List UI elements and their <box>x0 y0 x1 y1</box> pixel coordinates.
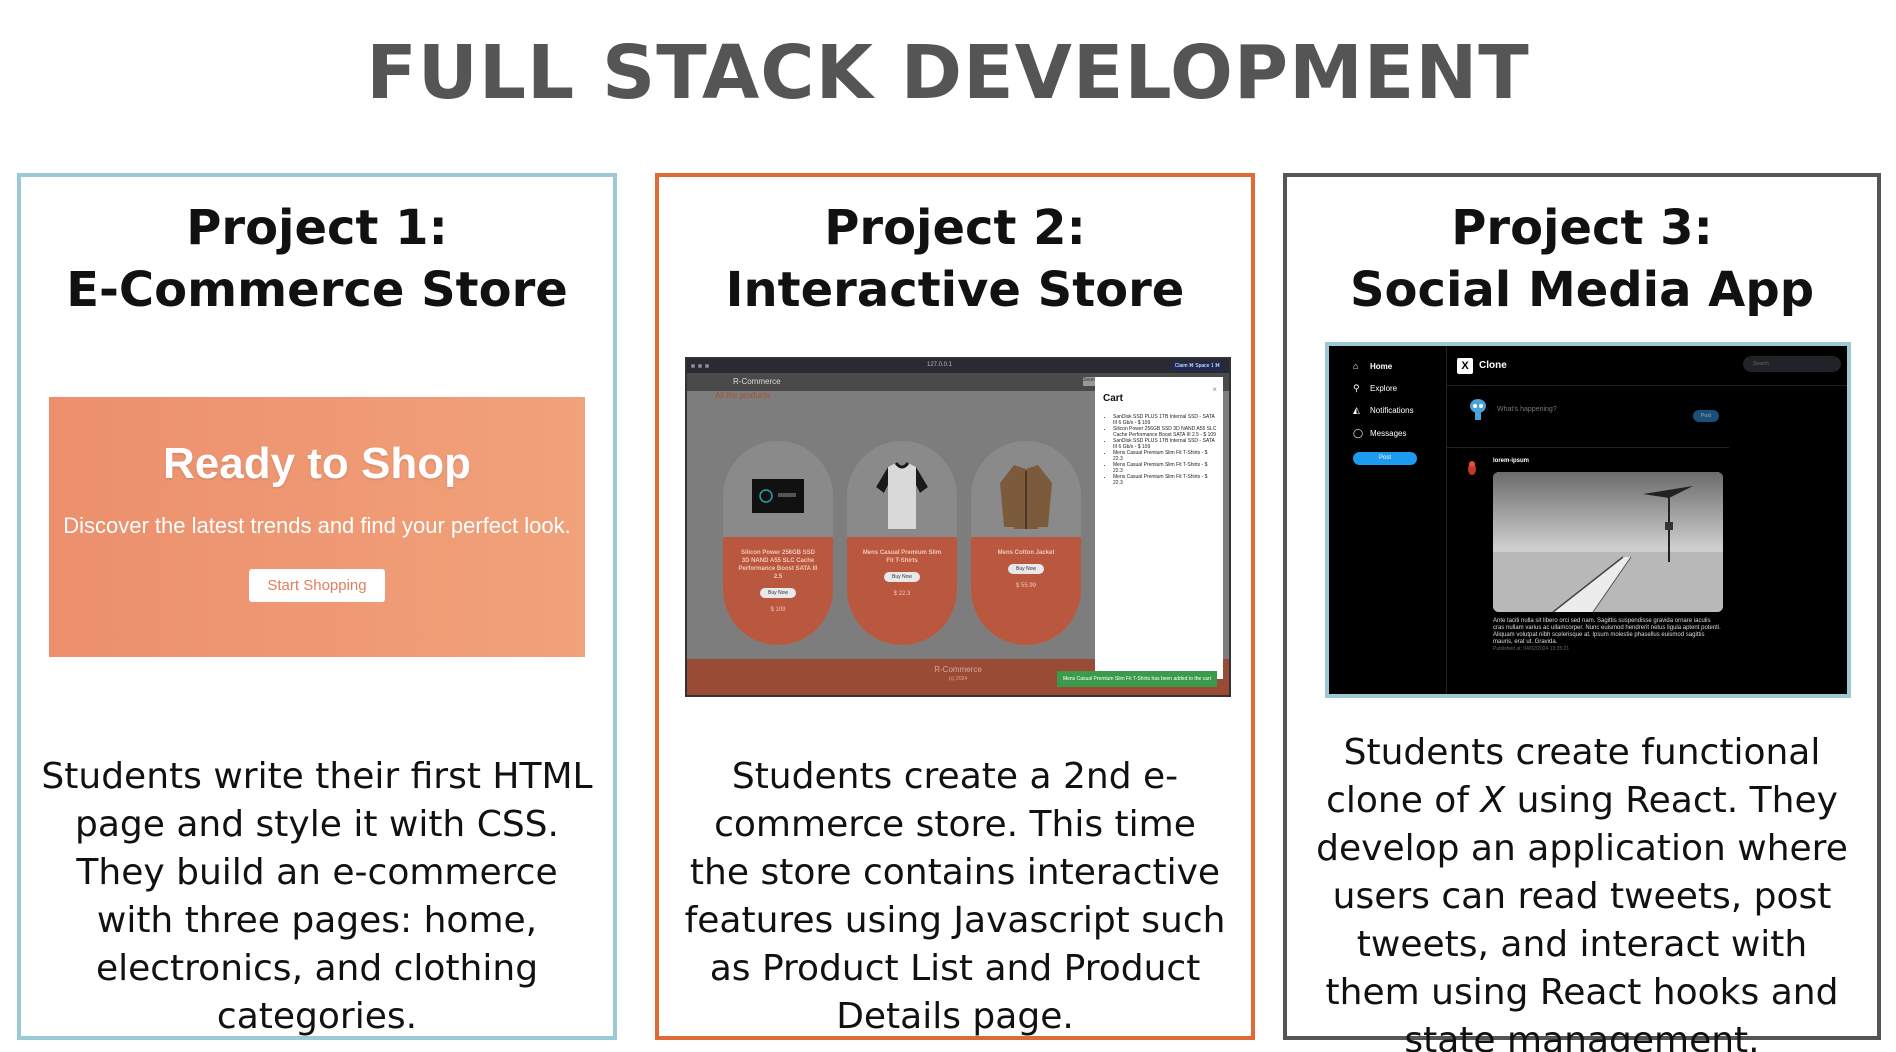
cart-item: SanDisk SSD PLUS 1TB Internal SSD - SATA… <box>1113 414 1217 426</box>
social-header: X Clone Search <box>1447 346 1847 386</box>
tweet-date: Published at: 04/02/2024 13:35:21 <box>1493 646 1570 652</box>
close-icon[interactable]: × <box>1212 385 1217 394</box>
search-input[interactable]: Search <box>1743 356 1841 372</box>
project-1-number: Project 1: <box>186 200 448 256</box>
home-icon: ⌂ <box>1353 361 1359 371</box>
avatar-icon <box>1468 461 1476 475</box>
buy-now-button[interactable]: Buy Now <box>883 572 920 582</box>
tweet-image <box>1493 472 1723 612</box>
window-dot-icon <box>691 364 695 368</box>
social-app-screenshot: ⌂Home ⚲Explore ◭Notifications ◯Messages … <box>1325 342 1851 698</box>
bell-icon: ◭ <box>1353 405 1360 415</box>
nav-label: Explore <box>1370 384 1398 393</box>
product-name: Mens Casual Premium Slim Fit T-Shirts <box>862 550 942 564</box>
cart-items: SanDisk SSD PLUS 1TB Internal SSD - SATA… <box>1113 414 1217 486</box>
nav-label: Messages <box>1370 429 1407 438</box>
product-price: $ 55.99 <box>1015 583 1037 589</box>
sidebar-post-button[interactable]: Post <box>1353 452 1417 465</box>
cart-item: Silicon Power 256GB SSD 3D NAND A55 SLC … <box>1113 426 1217 438</box>
description-part: Students create functional clone of <box>1326 732 1821 821</box>
cart-item: Mens Casual Premium Slim Fit T-Shirts - … <box>1113 462 1217 474</box>
buy-now-button[interactable]: Buy Now <box>759 588 796 598</box>
start-shopping-button[interactable]: Start Shopping <box>249 569 385 602</box>
project-2-title: Project 2: Interactive Store <box>659 197 1251 321</box>
product-name: Mens Cotton Jacket <box>997 550 1055 556</box>
jacket-image <box>971 441 1081 551</box>
cart-item: Mens Casual Premium Slim Fit T-Shirts - … <box>1113 450 1217 462</box>
project-1-title: Project 1: E-Commerce Store <box>21 197 613 321</box>
compose-post-button[interactable]: Post <box>1693 410 1719 422</box>
window-dot-icon <box>698 364 702 368</box>
browser-url: 127.0.0.1 <box>927 362 953 368</box>
nav-notifications[interactable]: ◭ Notifications <box>1353 405 1414 416</box>
store-search[interactable]: Search <box>1083 377 1101 386</box>
product-card[interactable]: Mens Cotton Jacket Buy Now $ 55.99 <box>971 441 1081 645</box>
compose-box: What's happening? Post <box>1447 386 1729 448</box>
project-card-1: Project 1: E-Commerce Store Ready to Sho… <box>17 173 617 1040</box>
product-price: $ 109 <box>770 607 786 613</box>
x-logo-icon: X <box>1457 358 1473 374</box>
nav-home[interactable]: ⌂ Home <box>1353 361 1393 372</box>
page-title: FULL STACK DEVELOPMENT <box>366 30 1530 116</box>
product-card[interactable]: Mens Casual Premium Slim Fit T-Shirts Bu… <box>847 441 957 645</box>
project-2-name: Interactive Store <box>725 262 1185 318</box>
tweet-username: lorem-ipsum <box>1493 458 1530 464</box>
social-sidebar: ⌂Home ⚲Explore ◭Notifications ◯Messages … <box>1329 346 1447 694</box>
ecommerce-hero-banner: Ready to Shop Discover the latest trends… <box>49 397 585 657</box>
tshirt-image <box>847 441 957 551</box>
avatar-icon <box>1470 399 1486 420</box>
project-3-description: Students create functional clone of X us… <box>1307 729 1857 1052</box>
nav-explore[interactable]: ⚲ Explore <box>1353 383 1398 394</box>
nav-label: Home <box>1370 362 1393 371</box>
project-1-description: Students write their first HTML page and… <box>41 756 593 1037</box>
project-3-name: Social Media App <box>1349 262 1815 318</box>
ssd-image <box>723 441 833 551</box>
search-icon: ⚲ <box>1353 383 1360 393</box>
project-2-number: Project 2: <box>824 200 1086 256</box>
project-2-description: Students create a 2nd e-commerce store. … <box>684 756 1226 1037</box>
cart-title: Cart <box>1103 393 1124 404</box>
cart-item: Mens Casual Premium Slim Fit T-Shirts - … <box>1113 474 1217 486</box>
window-dot-icon <box>705 364 709 368</box>
project-card-2: Project 2: Interactive Store 127.0.0.1 C… <box>655 173 1255 1040</box>
app-name: Clone <box>1479 360 1507 371</box>
product-card[interactable]: Silicon Power 256GB SSD 3D NAND A55 SLC … <box>723 441 833 645</box>
buy-now-button[interactable]: Buy Now <box>1007 564 1044 574</box>
project-3-number: Project 3: <box>1451 200 1713 256</box>
description-part: using React. They develop an application… <box>1316 780 1848 1052</box>
products-heading: All the products <box>715 391 771 400</box>
browser-badge: Claim ⌘ Space 1 ⌘ <box>1171 362 1223 370</box>
hero-subtitle: Discover the latest trends and find your… <box>63 513 571 538</box>
description-x: X <box>1480 780 1506 821</box>
store-appbar: R-Commerce Search <box>687 373 1229 391</box>
tweet[interactable]: lorem-ipsum Ante taciti nulla sit libero… <box>1447 448 1847 694</box>
project-card-3: Project 3: Social Media App ⌂ Home ⚲ Explo… <box>1283 173 1881 1052</box>
nav-messages[interactable]: ◯ Messages <box>1353 428 1407 439</box>
tweet-text: Ante taciti nulla sit libero orci sed na… <box>1493 618 1721 645</box>
compose-input[interactable]: What's happening? <box>1497 406 1557 413</box>
cart-item: SanDisk SSD PLUS 1TB Internal SSD - SATA… <box>1113 438 1217 450</box>
interactive-store-screenshot: 127.0.0.1 Claim ⌘ Space 1 ⌘ R-Commerce S… <box>685 357 1231 697</box>
cart-panel: Cart × SanDisk SSD PLUS 1TB Internal SSD… <box>1095 377 1223 679</box>
added-to-cart-toast: Mens Casual Premium Slim Fit T-Shirts ha… <box>1056 671 1217 687</box>
browser-chrome: 127.0.0.1 Claim ⌘ Space 1 ⌘ <box>687 359 1229 373</box>
product-name: Silicon Power 256GB SSD 3D NAND A55 SLC … <box>738 550 818 580</box>
project-1-name: E-Commerce Store <box>66 262 568 318</box>
message-icon: ◯ <box>1353 428 1364 438</box>
store-brand: R-Commerce <box>733 377 781 386</box>
project-3-title: Project 3: Social Media App <box>1287 197 1877 321</box>
footer-year: (c) 2024 <box>948 676 968 682</box>
product-price: $ 22.3 <box>893 591 911 597</box>
footer-brand: R-Commerce <box>934 665 982 674</box>
hero-title: Ready to Shop <box>162 439 472 488</box>
nav-label: Notifications <box>1370 406 1414 415</box>
